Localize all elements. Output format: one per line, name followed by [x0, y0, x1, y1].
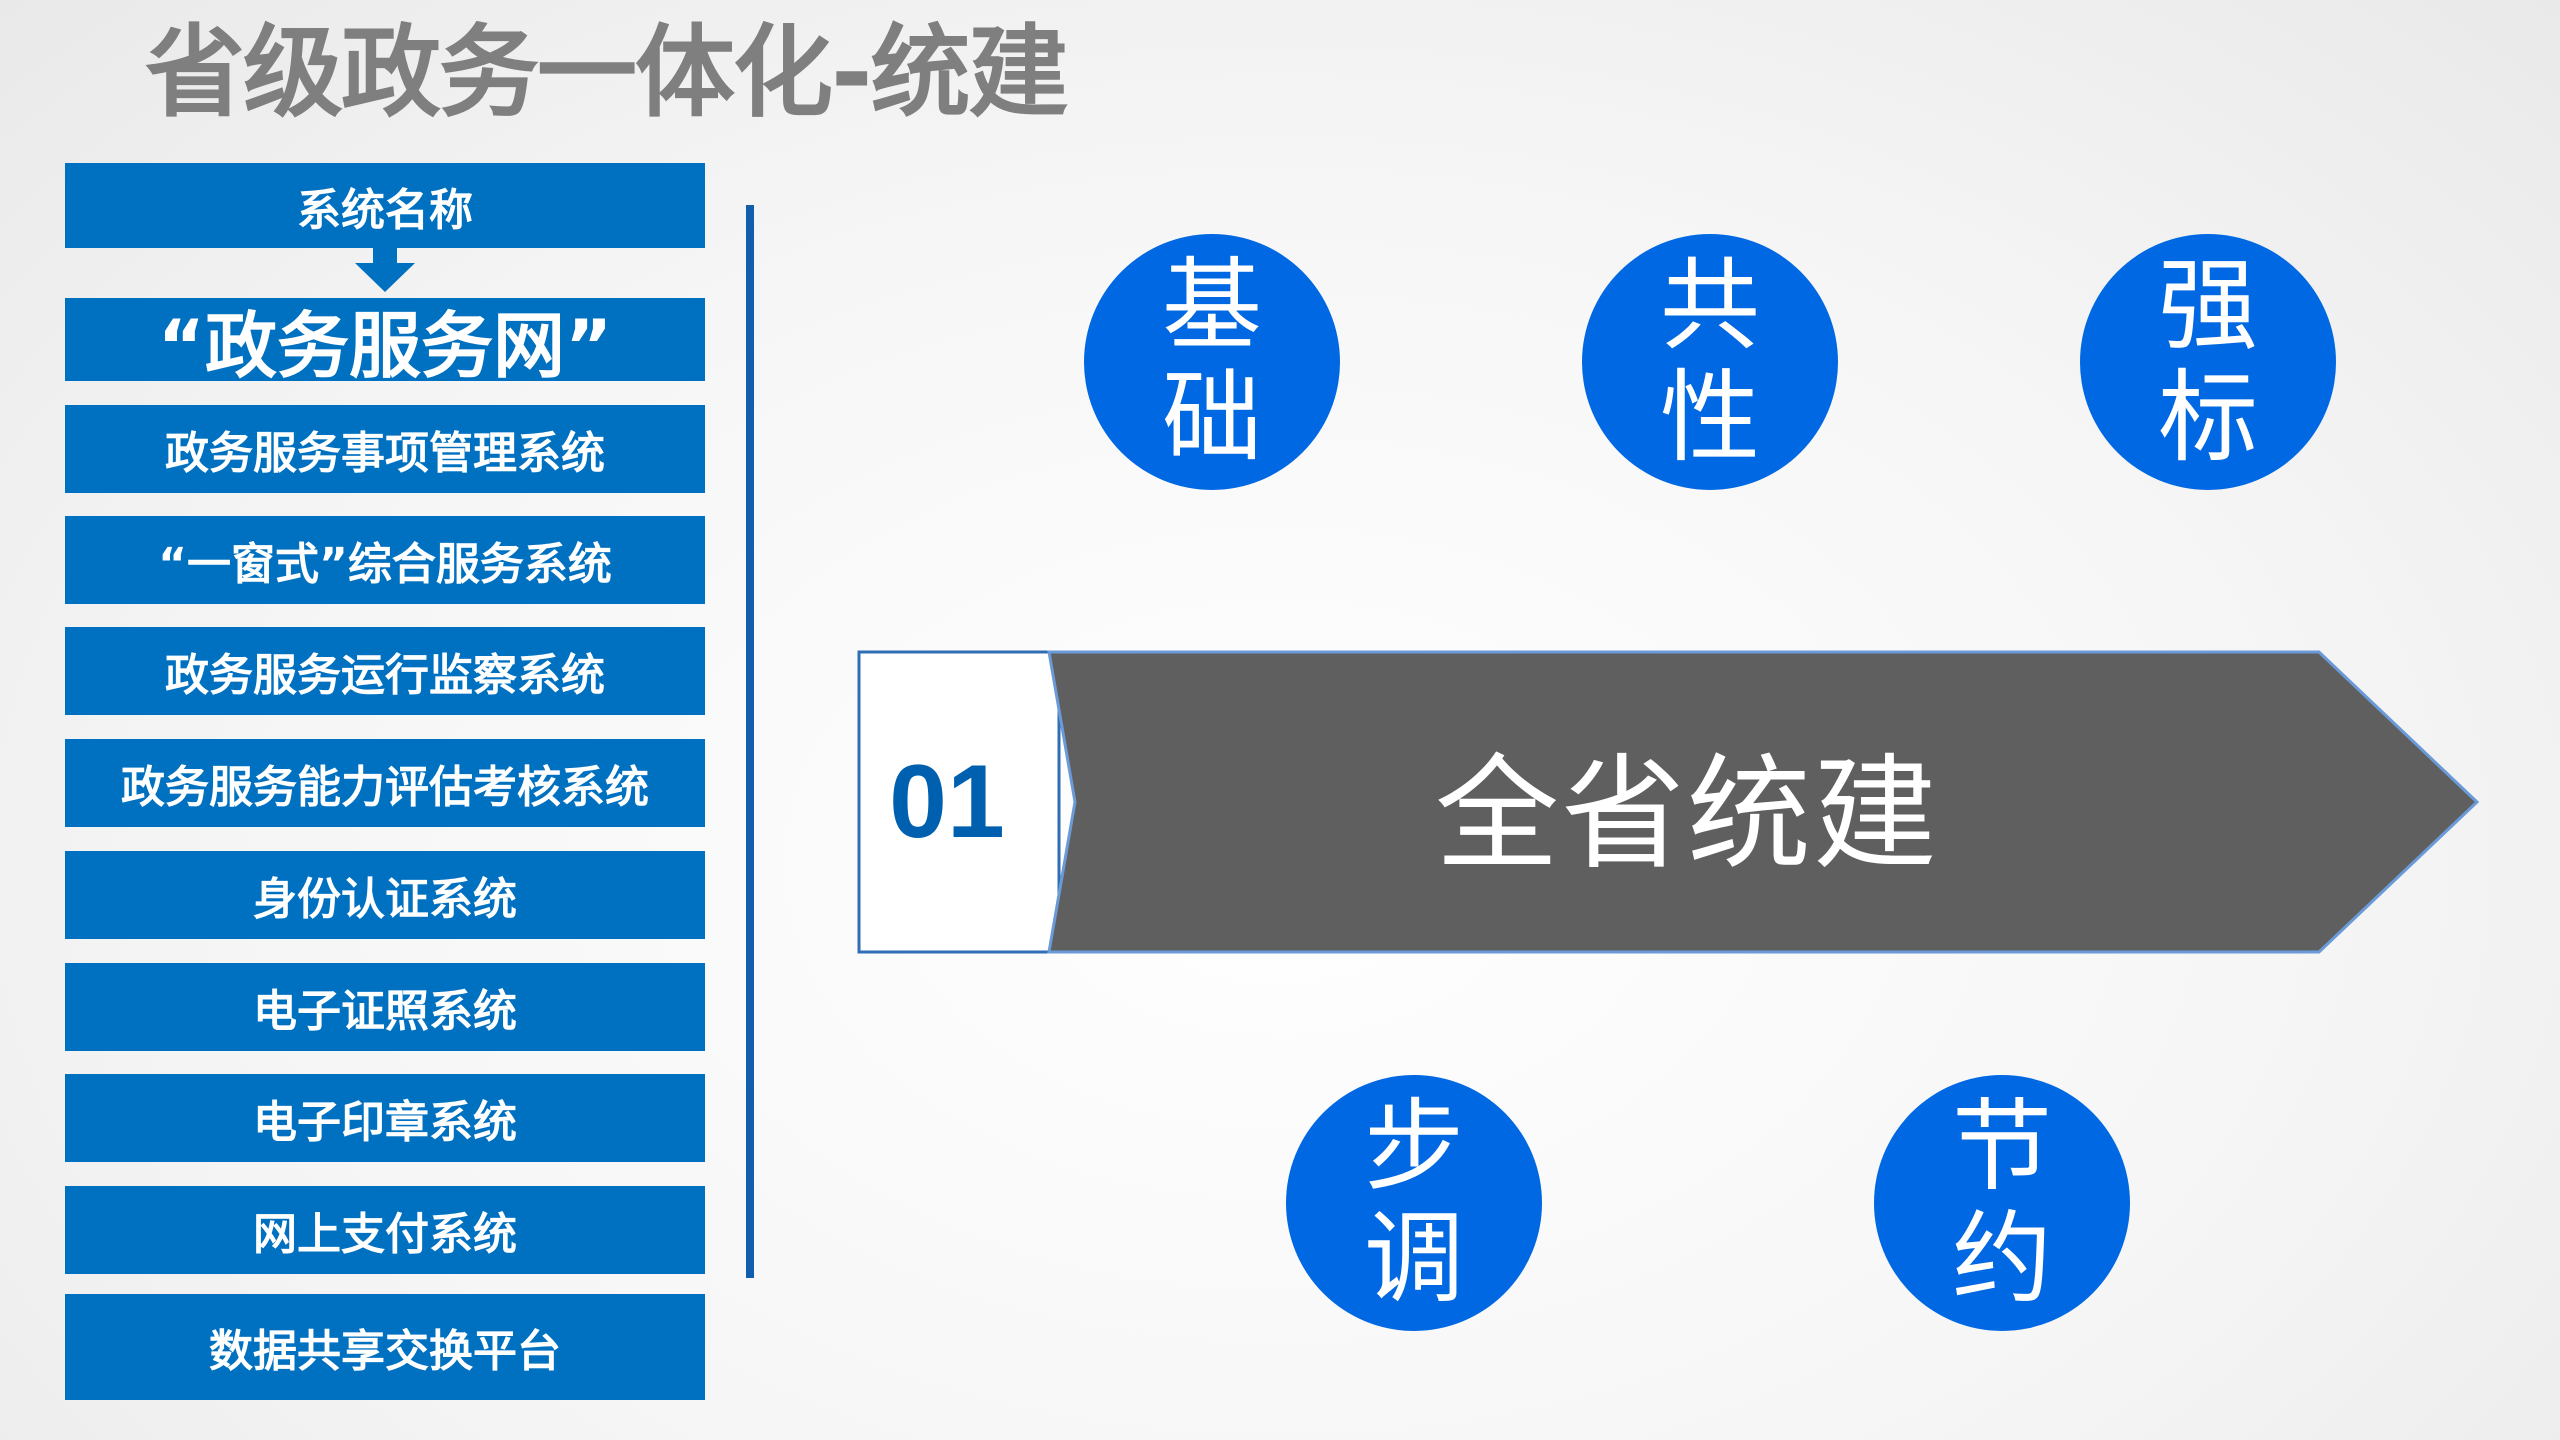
banner-arrow: 01 全省统建 [857, 650, 2482, 955]
principle-char: 步 [1364, 1088, 1464, 1205]
principle-circle-foundation: 基 础 [1084, 234, 1340, 490]
principle-char: 标 [2158, 359, 2258, 476]
principle-char: 基 [1162, 247, 1262, 364]
system-item: 电子印章系统 [65, 1074, 705, 1162]
down-arrow-icon [355, 247, 415, 292]
principle-char: 约 [1952, 1200, 2052, 1317]
page-title: 省级政务一体化-统建 [145, 14, 1069, 131]
banner-number: 01 [889, 744, 1005, 860]
principle-char: 节 [1952, 1088, 2052, 1205]
system-list-header: 系统名称 [65, 163, 705, 248]
principle-circle-coordination: 步 调 [1286, 1075, 1542, 1331]
principle-char: 性 [1660, 359, 1760, 476]
principle-char: 础 [1162, 359, 1262, 476]
banner-arrow-shape [857, 650, 2480, 954]
banner-label: 全省统建 [1434, 742, 1939, 887]
system-item: 网上支付系统 [65, 1186, 705, 1274]
principle-circle-standards: 强 标 [2080, 234, 2336, 490]
system-item: 政务服务运行监察系统 [65, 627, 705, 715]
principle-char: 强 [2158, 247, 2258, 364]
principle-char: 调 [1364, 1200, 1464, 1317]
principle-circle-economy: 节 约 [1874, 1075, 2130, 1331]
system-item: 数据共享交换平台 [65, 1294, 705, 1400]
system-item: 身份认证系统 [65, 851, 705, 939]
system-item: 电子证照系统 [65, 963, 705, 1051]
principle-char: 共 [1660, 247, 1760, 364]
system-item: 政务服务事项管理系统 [65, 405, 705, 493]
system-highlight-box: “政务服务网” [65, 298, 705, 388]
system-item: 政务服务能力评估考核系统 [65, 739, 705, 827]
principle-circle-commonality: 共 性 [1582, 234, 1838, 490]
vertical-divider [746, 205, 754, 1278]
system-item: “一窗式”综合服务系统 [65, 516, 705, 604]
